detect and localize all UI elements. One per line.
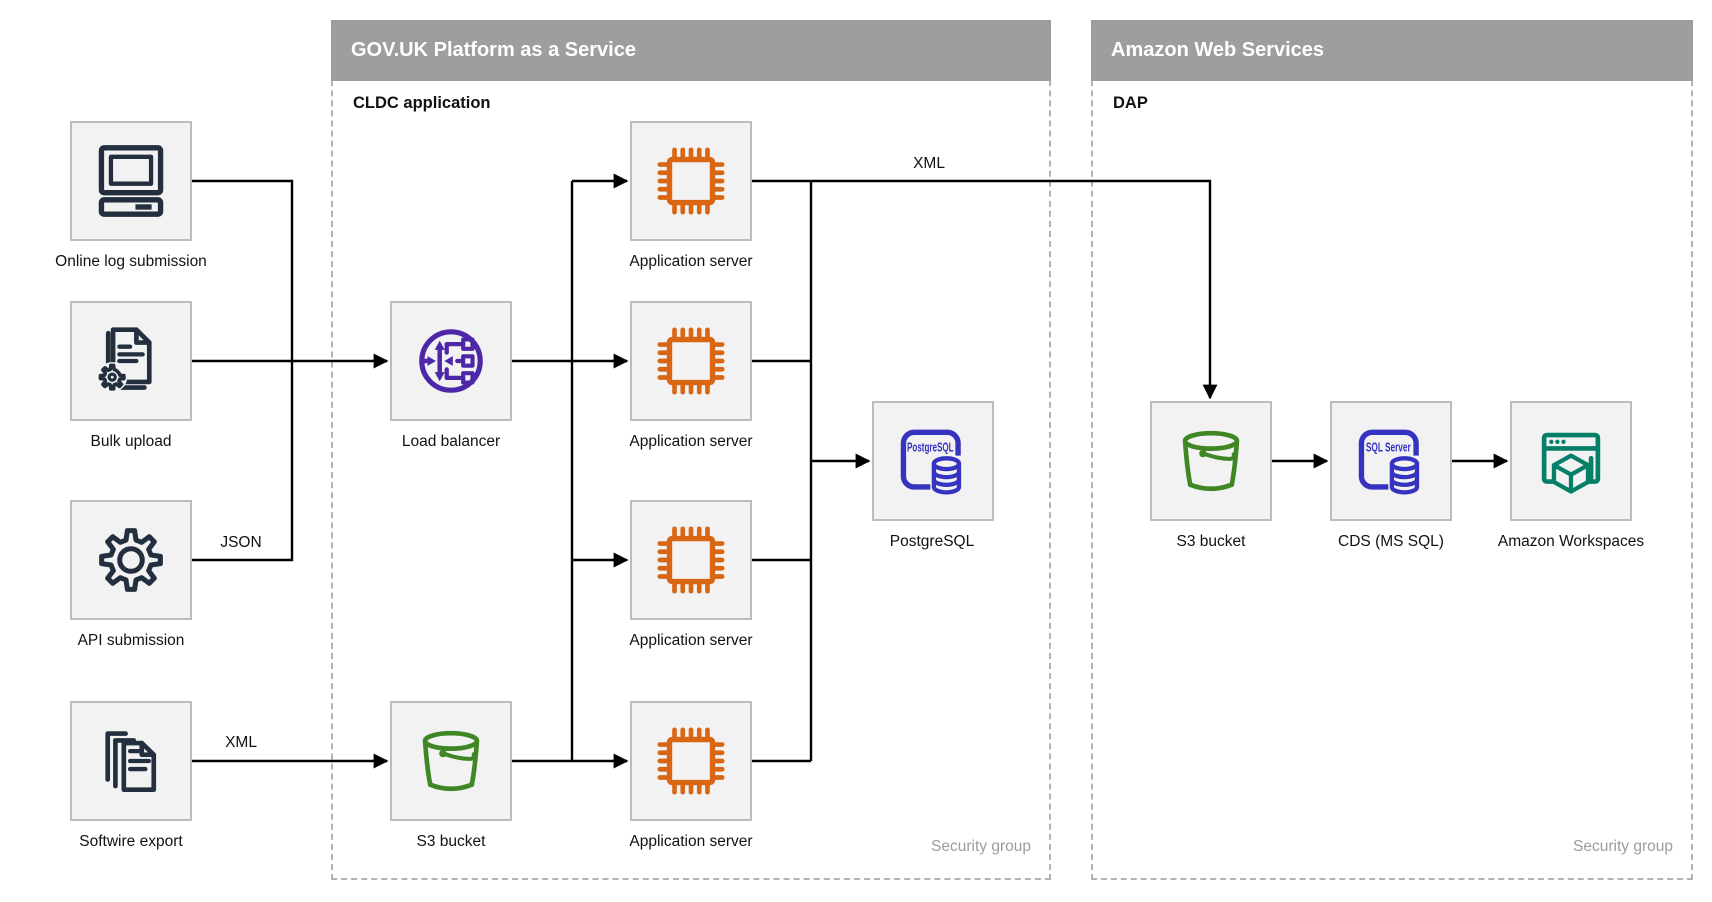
node-api-submission: [70, 500, 192, 620]
node-govuk-s3-bucket: [390, 701, 512, 821]
edge-label-xml-transfer: XML: [913, 155, 945, 172]
node-label: Softwire export: [79, 833, 183, 850]
document-gear-icon: [97, 327, 152, 393]
node-label: Application server: [629, 632, 753, 649]
chip-icon: [657, 727, 725, 795]
node-label: Application server: [629, 833, 753, 850]
documents-stack-icon: [105, 731, 157, 792]
node-load-balancer: [390, 301, 512, 421]
load-balancer-icon: [419, 329, 483, 393]
chip-icon: [657, 327, 725, 395]
postgresql-icon: PostgreSQL: [900, 429, 965, 495]
chip-icon: [657, 147, 725, 215]
node-label: Application server: [629, 253, 753, 270]
node-app-server-3: [630, 500, 752, 620]
node-cds-mssql: SQL Server: [1330, 401, 1452, 521]
gear-icon: [99, 528, 163, 592]
aws-container: Amazon Web Services DAP Security group: [1091, 20, 1693, 880]
node-label: S3 bucket: [416, 833, 486, 850]
govuk-paas-container: GOV.UK Platform as a Service CLDC applic…: [331, 20, 1051, 880]
s3-bucket-icon: [422, 730, 480, 792]
edge-label-json: JSON: [220, 534, 262, 551]
node-amazon-workspaces: [1510, 401, 1632, 521]
computer-icon: [98, 145, 164, 217]
node-label: PostgreSQL: [889, 533, 975, 550]
node-label: Application server: [629, 433, 753, 450]
postgresql-icon-text: PostgreSQL: [907, 441, 954, 455]
aws-header-bar: Amazon Web Services: [1091, 20, 1693, 81]
node-label: Load balancer: [401, 433, 501, 450]
node-softwire-export: [70, 701, 192, 821]
edge-sources-merge: [192, 179, 294, 562]
node-bulk-upload: [70, 301, 192, 421]
sql-server-icon-text: SQL Server: [1366, 441, 1411, 455]
node-app-server-4: [630, 701, 752, 821]
node-label: CDS (MS SQL): [1338, 533, 1444, 550]
node-label: S3 bucket: [1176, 533, 1246, 550]
chip-icon: [657, 526, 725, 594]
node-online-log-submission: [70, 121, 192, 241]
aws-security-group-label: Security group: [1573, 838, 1673, 855]
edge-label-xml-export: XML: [225, 734, 257, 751]
s3-bucket-icon: [1182, 430, 1240, 492]
workspaces-icon: [1541, 432, 1601, 494]
sql-server-icon: SQL Server: [1358, 429, 1423, 495]
node-label: API submission: [77, 632, 185, 649]
govuk-paas-title: GOV.UK Platform as a Service: [351, 39, 636, 61]
node-label: Online log submission: [55, 253, 207, 270]
node-app-server-1: [630, 121, 752, 241]
node-aws-s3-bucket: [1150, 401, 1272, 521]
node-label: Bulk upload: [90, 433, 172, 450]
node-app-server-2: [630, 301, 752, 421]
cldc-application-label: CLDC application: [353, 94, 491, 112]
dap-label: DAP: [1113, 94, 1148, 112]
node-label: Amazon Workspaces: [1497, 533, 1645, 550]
govuk-paas-header-bar: GOV.UK Platform as a Service: [331, 20, 1051, 81]
aws-title: Amazon Web Services: [1111, 39, 1325, 61]
govuk-security-group-label: Security group: [931, 838, 1031, 855]
node-postgresql: PostgreSQL: [872, 401, 994, 521]
